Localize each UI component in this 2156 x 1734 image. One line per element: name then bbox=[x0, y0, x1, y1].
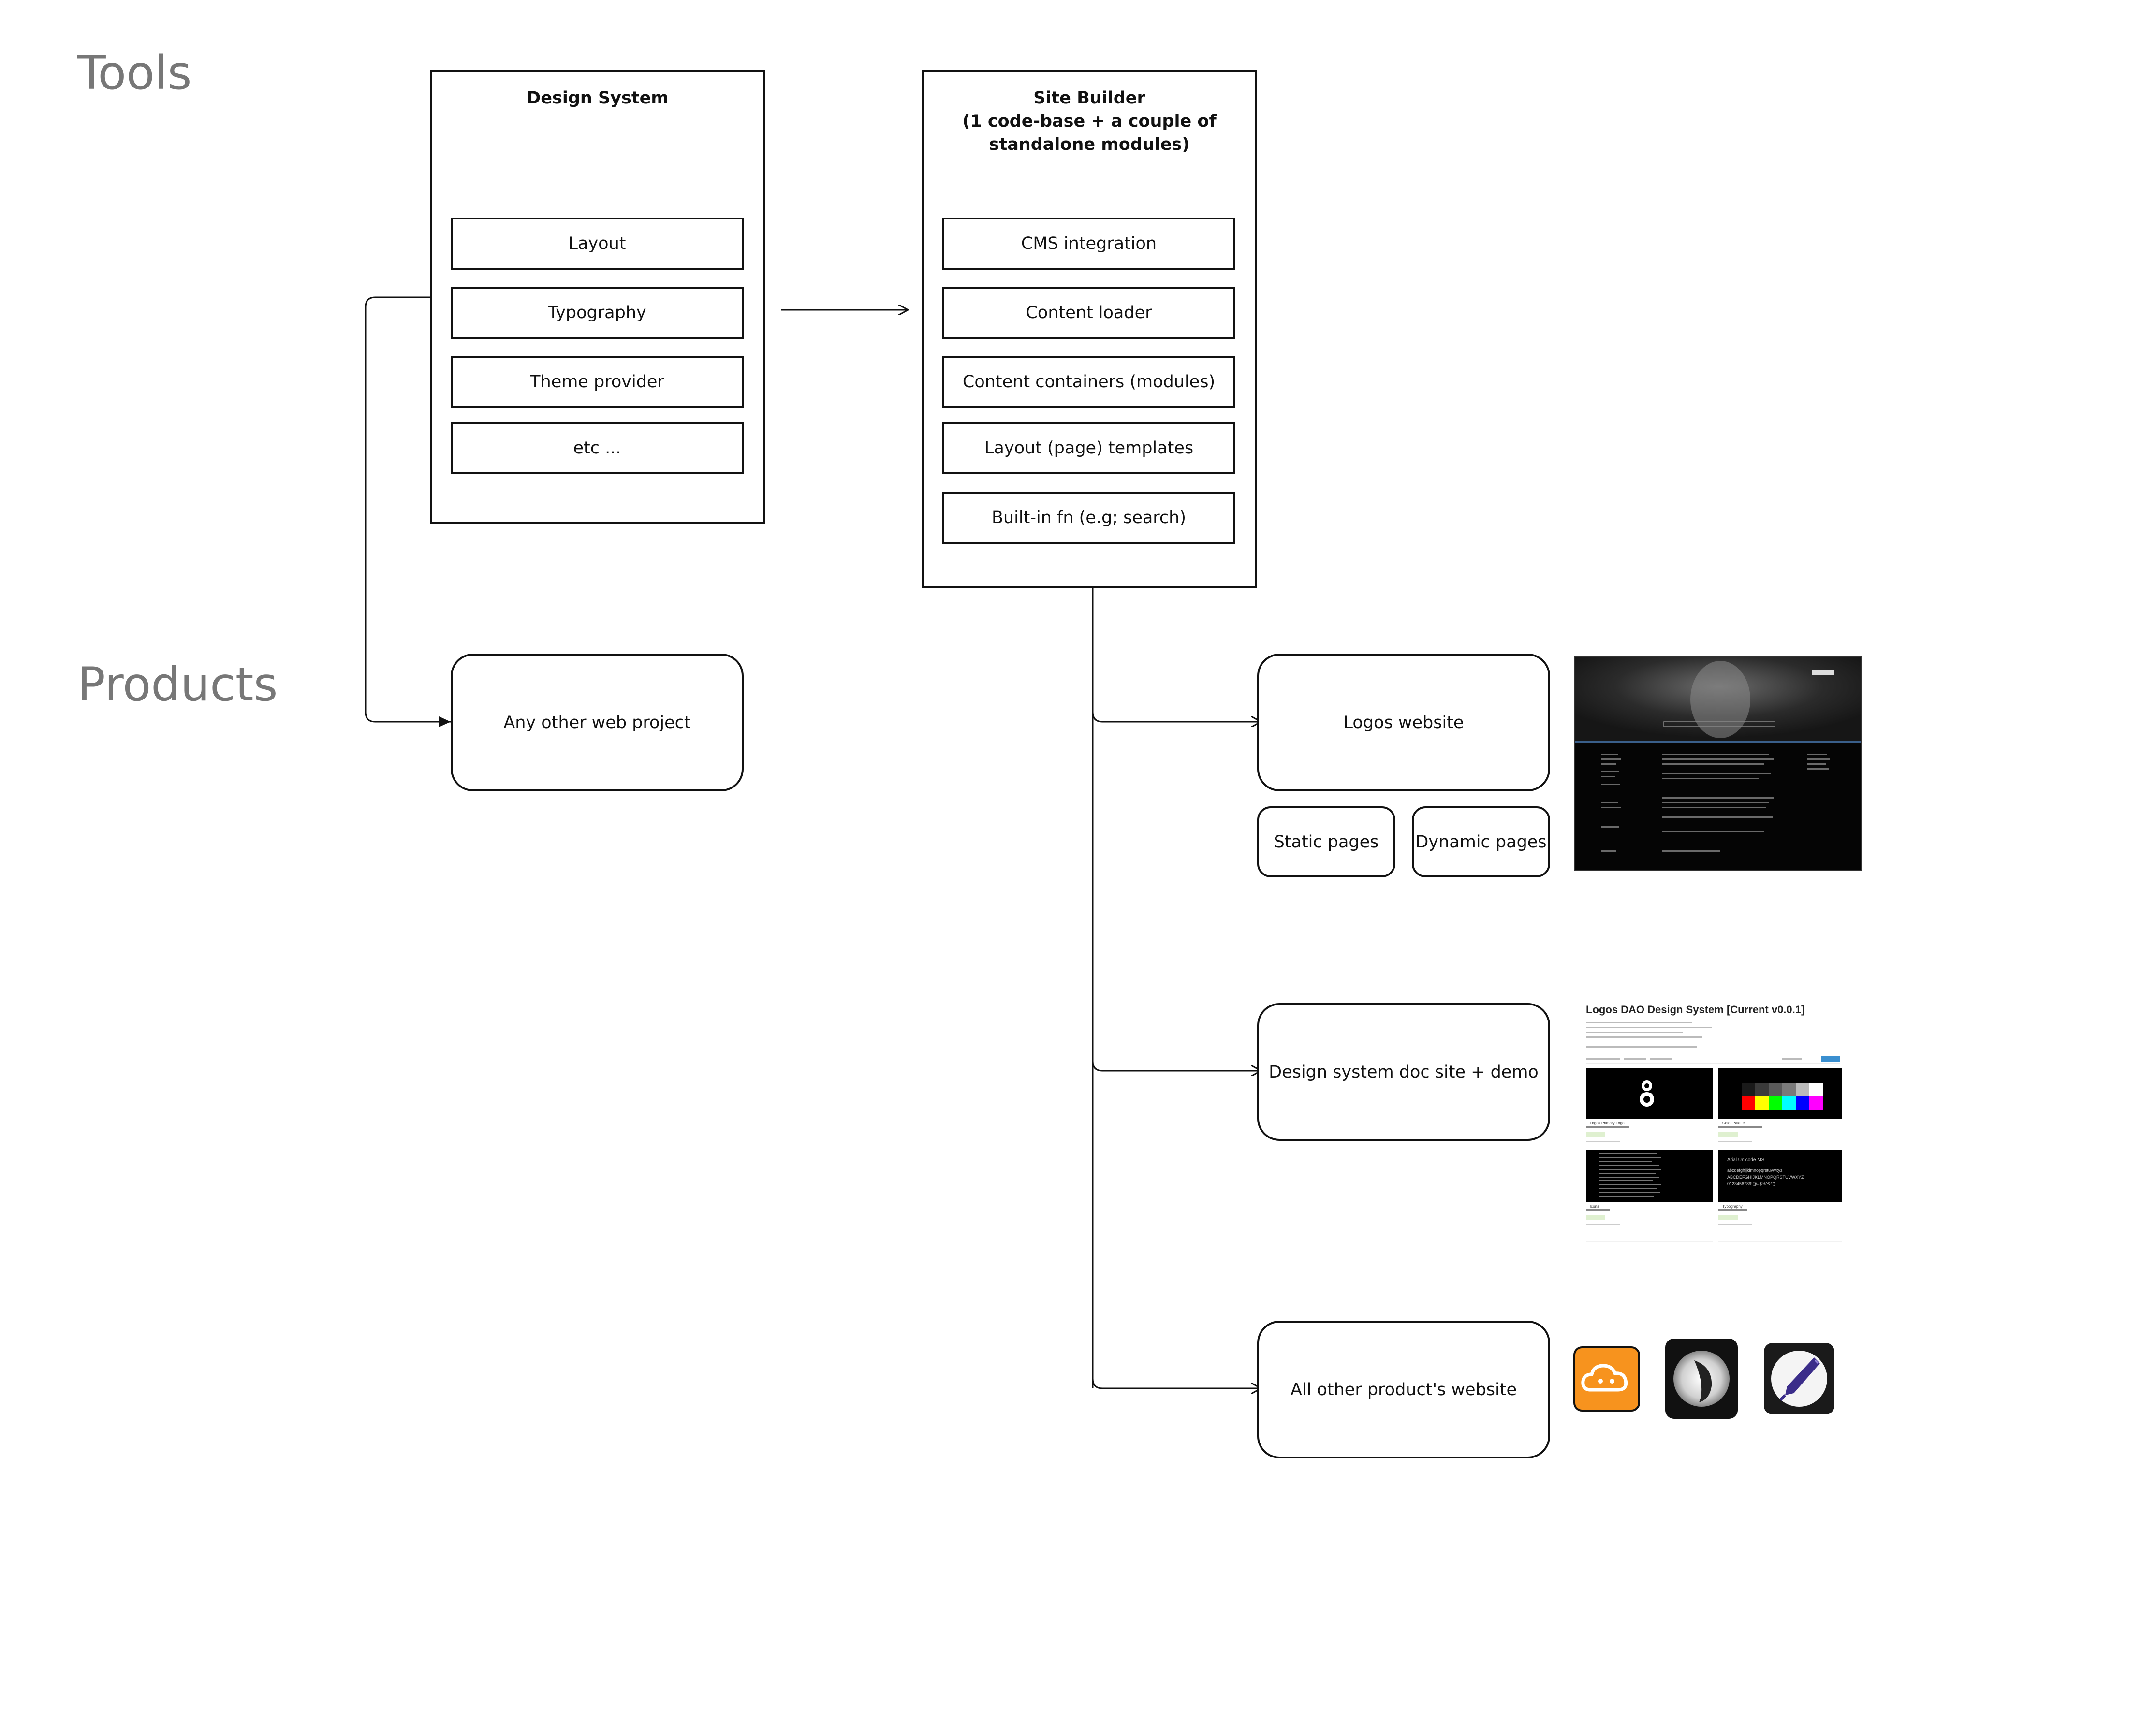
cloud-icon bbox=[1581, 1364, 1628, 1392]
site-builder-title: Site Builder (1 code-base + a couple of … bbox=[962, 88, 1217, 154]
doc-site-font-sample-line-3: 0123456789!@#$%^&*() bbox=[1727, 1181, 1775, 1186]
doc-site-card-label-typography: Typography bbox=[1722, 1204, 1743, 1209]
doc-site-heading: Logos DAO Design System [Current v0.0.1] bbox=[1586, 1004, 1805, 1016]
cloud-storage-app-icon bbox=[1573, 1346, 1640, 1412]
design-item-layout[interactable]: Layout bbox=[451, 218, 744, 270]
pen-nib-app-icon bbox=[1764, 1343, 1834, 1414]
logos-website-screenshot-art bbox=[1575, 657, 1861, 852]
doc-site-font-sample-line-2: ABCDEFGHIJKLMNOPQRSTUVWXYZ bbox=[1727, 1175, 1804, 1180]
feather-icon bbox=[1673, 1351, 1730, 1407]
doc-site-font-sample-title: Arial Unicode MS bbox=[1727, 1157, 1765, 1163]
logos-website[interactable]: Logos website bbox=[1257, 654, 1550, 791]
products-section-label: Products bbox=[77, 657, 278, 712]
dynamic-pages[interactable]: Dynamic pages bbox=[1412, 806, 1550, 877]
all-other-products-website[interactable]: All other product's website bbox=[1257, 1321, 1550, 1458]
doc-site-card-label-logo: Logos Primary Logo bbox=[1590, 1121, 1625, 1125]
pen-nib-icon bbox=[1771, 1351, 1827, 1407]
doc-site-card-label-icons: Icons bbox=[1590, 1204, 1599, 1209]
logos-website-screenshot bbox=[1574, 656, 1862, 871]
builder-item-cms-integration[interactable]: CMS integration bbox=[942, 218, 1235, 270]
arrow-design-to-other-project bbox=[365, 296, 451, 727]
any-other-web-project[interactable]: Any other web project bbox=[451, 654, 744, 791]
design-system-title: Design System bbox=[527, 88, 669, 108]
builder-item-layout-templates[interactable]: Layout (page) templates bbox=[942, 422, 1235, 474]
doc-site-font-sample-line-1: abcdefghijklmnopqrstuvwxyz bbox=[1727, 1168, 1783, 1173]
builder-item-content-loader[interactable]: Content loader bbox=[942, 287, 1235, 339]
dark-feather-app-icon bbox=[1665, 1339, 1738, 1419]
design-system-doc-site[interactable]: Design system doc site + demo bbox=[1257, 1003, 1550, 1141]
arrow-builder-to-logos bbox=[1092, 712, 1261, 722]
builder-item-content-containers[interactable]: Content containers (modules) bbox=[942, 356, 1235, 408]
design-item-typography[interactable]: Typography bbox=[451, 287, 744, 339]
static-pages[interactable]: Static pages bbox=[1257, 806, 1395, 877]
builder-item-built-in-fn[interactable]: Built-in fn (e.g; search) bbox=[942, 492, 1235, 544]
doc-site-screenshot-art bbox=[1586, 1022, 1842, 1242]
tools-section-label: Tools bbox=[77, 46, 192, 100]
arrow-builder-to-other-products bbox=[1092, 1378, 1261, 1388]
arrow-builder-to-doc-site bbox=[1092, 1061, 1261, 1071]
design-item-theme-provider[interactable]: Theme provider bbox=[451, 356, 744, 408]
design-item-etc[interactable]: etc ... bbox=[451, 422, 744, 474]
doc-site-card-label-palette: Color Palette bbox=[1722, 1121, 1745, 1125]
doc-site-screenshot: Logos DAO Design System [Current v0.0.1] bbox=[1579, 1000, 1844, 1259]
